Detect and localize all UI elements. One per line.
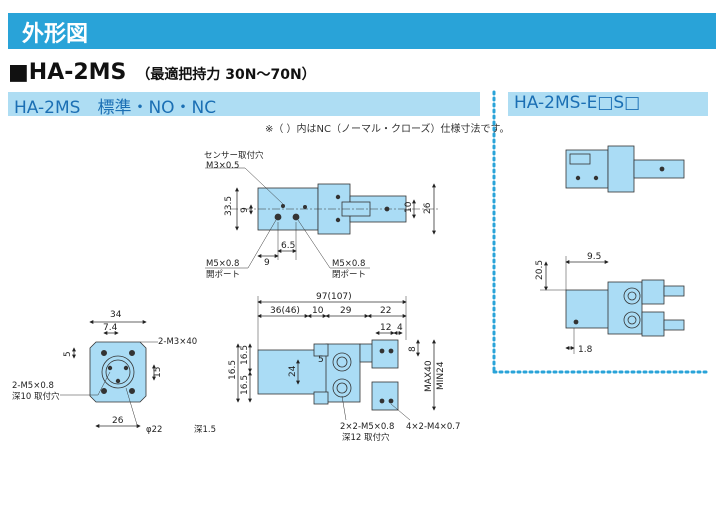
dim-12: 12 <box>380 323 391 333</box>
sensor-hole-label: センサー取付穴 <box>204 150 264 161</box>
dim-8: 8 <box>408 346 418 352</box>
dim-9-5: 9.5 <box>587 252 601 262</box>
section-header-title: 外形図 <box>22 22 89 47</box>
section-separator <box>492 90 712 374</box>
dim-24: 24 <box>288 365 298 377</box>
dim-1-8: 1.8 <box>578 345 593 355</box>
section-header-bar: 外形図 <box>8 13 716 49</box>
dim-10-finger: 10 <box>404 201 414 213</box>
model-title: ■HA-2MS （最適把持力 30N〜70N） <box>8 60 316 85</box>
sensor-hole-size: M3×0.5 <box>206 161 239 171</box>
dim-4: 4 <box>397 323 403 333</box>
sensor-side-drawing <box>540 256 685 354</box>
model-subtitle: （最適把持力 30N〜70N） <box>136 67 316 83</box>
dim-33-5: 33.5 <box>224 196 234 216</box>
side-view-drawing <box>236 296 436 421</box>
dim-22: 22 <box>380 306 391 316</box>
dim-29: 29 <box>340 306 352 316</box>
dim-26: 26 <box>423 202 433 214</box>
dim-34: 34 <box>110 310 122 320</box>
end-view-drawing <box>60 320 158 429</box>
dim-16-5-upper: 16.5 <box>240 345 250 365</box>
dim-5-end: 5 <box>63 351 73 357</box>
left-section-bar: HA-2MS 標準・NO・NC <box>8 92 480 118</box>
hole-2x2-m5: 2×2-M5×0.8 <box>340 422 394 432</box>
dim-26-end: 26 <box>112 416 124 426</box>
close-port-size: M5×0.8 <box>332 259 365 269</box>
open-port-label: 開ポート <box>206 270 240 280</box>
dim-97: 97(107) <box>316 292 352 302</box>
dim-9-height: 9 <box>240 207 250 213</box>
left-section-title: HA-2MS 標準・NO・NC <box>14 98 217 118</box>
model-name: ■HA-2MS <box>8 60 127 85</box>
hole-2-m3: 2-M3×40 <box>158 337 197 347</box>
dim-7-4: 7.4 <box>103 323 118 333</box>
nc-dimension-note: ※（ ）内はNC（ノーマル・クローズ）仕様寸法です。 <box>265 124 510 135</box>
dim-6-5: 6.5 <box>281 241 295 251</box>
bore-depth: 深1.5 <box>194 425 216 435</box>
dim-10-side: 10 <box>312 306 324 316</box>
right-section-title: HA-2MS-E□S□ <box>514 93 641 113</box>
bore-diameter: φ22 <box>146 425 162 435</box>
dim-15: 15 <box>153 367 163 378</box>
top-view-drawing <box>205 167 440 269</box>
hole-2x2-m5-depth: 深12 取付穴 <box>342 432 390 443</box>
dim-16-5-lower: 16.5 <box>240 375 250 395</box>
stroke-max: MAX40 <box>424 360 434 392</box>
stroke-min: MIN24 <box>436 361 446 390</box>
dim-20-5: 20.5 <box>535 260 545 280</box>
right-section-bar: HA-2MS-E□S□ <box>508 92 708 116</box>
open-port-size: M5×0.8 <box>206 259 239 269</box>
hole-4x2-m4: 4×2-M4×0.7 <box>406 422 460 432</box>
dim-36: 36(46) <box>270 306 300 316</box>
close-port-label: 閉ポート <box>332 270 366 280</box>
dim-16-5-outer: 16.5 <box>228 360 238 380</box>
sensor-top-drawing <box>565 145 685 193</box>
dim-5-side: 5 <box>318 355 324 365</box>
hole-2-m5-depth: 深10 取付穴 <box>12 391 60 402</box>
dim-9-port: 9 <box>264 258 270 268</box>
hole-2-m5-size: 2-M5×0.8 <box>12 381 54 391</box>
